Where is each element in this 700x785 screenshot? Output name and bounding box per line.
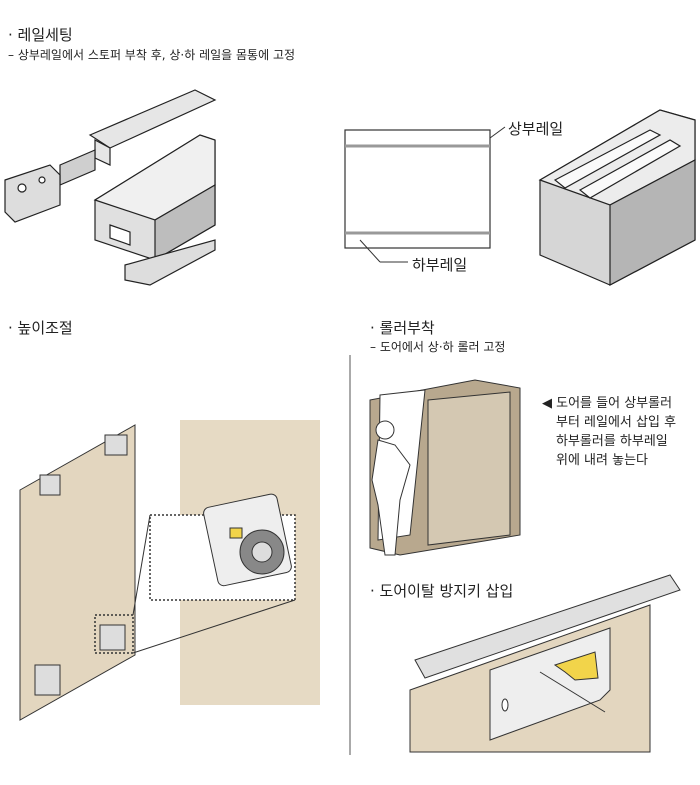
note-line: 부터 레일에서 삽입 후 xyxy=(556,415,677,430)
label-upper-rail: 상부레일 xyxy=(508,120,564,138)
label-lower-rail: 하부레일 xyxy=(412,256,468,274)
section-desc-roller: – 도어에서 상·하 롤러 고정 xyxy=(370,340,506,354)
rail-profile-illustration xyxy=(538,109,696,286)
roller-note: ◀ 도어를 들어 상부롤러 부터 레일에서 삽입 후 하부롤러를 하부레일 위에… xyxy=(542,394,676,470)
anti-derail-key-illustration xyxy=(409,574,681,753)
roller-attach-illustration xyxy=(369,379,521,556)
note-line: 위에 내려 놓는다 xyxy=(556,453,648,468)
section-desc-rail: – 상부레일에서 스토퍼 부착 후, 상·하 레일을 몸통에 고정 xyxy=(8,48,296,62)
section-title-key: · 도어이탈 방지키 삽입 xyxy=(370,582,514,600)
note-line: ◀ 도어를 들어 상부롤러 xyxy=(542,396,673,411)
section-title-rail: · 레일세팅 xyxy=(8,26,73,44)
cabinet-rail-diagram xyxy=(344,126,506,263)
rail-stopper-illustration xyxy=(4,89,217,286)
section-title-height: · 높이조절 xyxy=(8,319,73,337)
section-title-roller: · 롤러부착 xyxy=(370,319,435,337)
height-adjust-illustration xyxy=(19,420,320,721)
note-line: 하부롤러를 하부레일 xyxy=(556,434,668,449)
